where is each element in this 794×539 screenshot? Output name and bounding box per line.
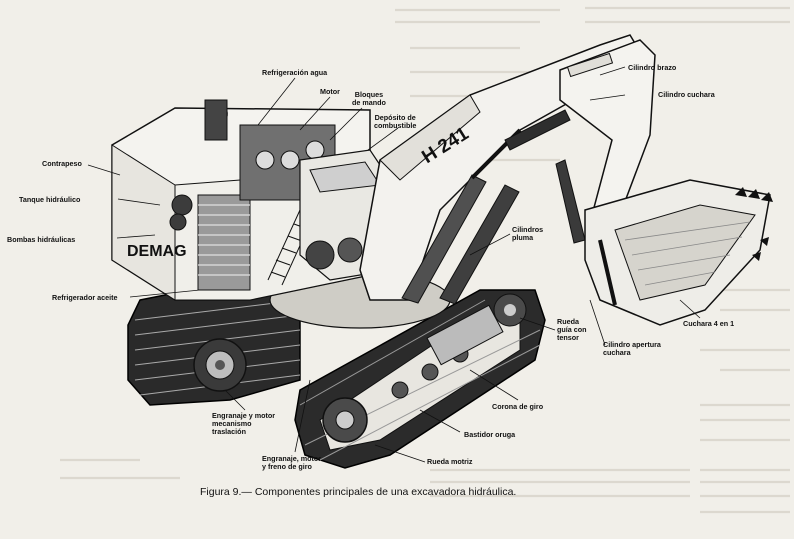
label-refrigeracion-agua: Refrigeración agua	[262, 68, 328, 77]
label-contrapeso: Contrapeso	[42, 159, 82, 168]
label-tanque-hidraulico: Tanque hidráulico	[19, 195, 81, 204]
right-crawler-track	[294, 289, 546, 469]
label-cilindro-cuchara: Cilindro cuchara	[658, 90, 715, 99]
label-refrigerador-aceite: Refrigerador aceite	[52, 293, 118, 302]
figure-caption: Figura 9.— Componentes principales de un…	[200, 486, 517, 498]
label-corona-giro: Corona de giro	[492, 402, 544, 411]
label-rueda-motriz: Rueda motriz	[427, 457, 473, 466]
slewing-ring	[269, 271, 451, 329]
left-crawler-track	[127, 279, 301, 406]
boom-cylinders	[401, 128, 522, 305]
model-number: H 241	[418, 123, 472, 168]
label-bombas-hidraulicas: Bombas hidráulicas	[7, 235, 76, 244]
brand-logo: DEMAG	[127, 243, 187, 260]
label-cuchara-4en1: Cuchara 4 en 1	[683, 319, 735, 328]
label-motor: Motor	[320, 87, 340, 96]
label-cilindro-brazo: Cilindro brazo	[628, 63, 677, 72]
boom	[359, 34, 647, 301]
label-bastidor-oruga: Bastidor oruga	[464, 430, 516, 439]
bucket	[584, 179, 773, 326]
upper-structure	[111, 99, 391, 301]
